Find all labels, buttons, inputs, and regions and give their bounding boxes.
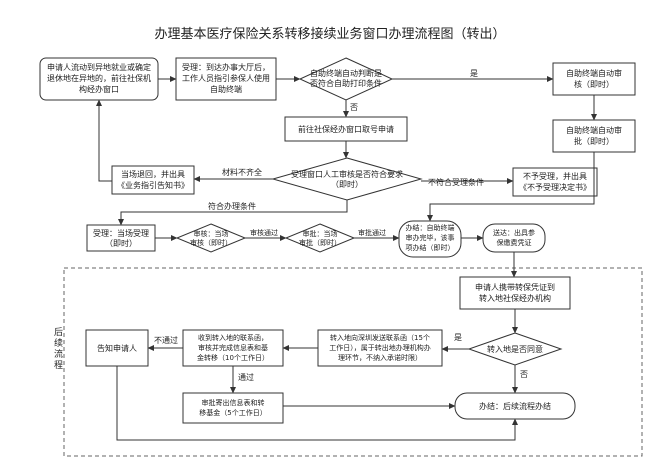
transfer-to-city-text: 申请人携带转保凭证到转入地社保经办机构 — [475, 282, 555, 303]
followup-label: 后续流程 — [54, 327, 63, 371]
transfer-to-city-box: 申请人携带转保凭证到转入地社保经办机构 — [459, 276, 571, 310]
auto-judge-text: 自助终端自动判断是否符合自助打印条件 — [310, 68, 382, 88]
edge-label-incomplete: 材料不齐全 — [222, 167, 262, 177]
self-approve-text: 自助终端自动审批（即时） — [566, 125, 622, 146]
in-agree-diamond: 转入地是否同意 — [467, 332, 563, 366]
edge-label-no-agree: 否 — [520, 370, 528, 379]
finish-followup-text: 办结：后续流程办结 — [479, 401, 551, 411]
accept-window-text: 受理：当场受理（即时） — [93, 228, 149, 248]
edge-label-fail: 不通过 — [154, 335, 178, 345]
edge-label-not-eligible: 不符合受理条件 — [428, 177, 484, 187]
manual-review-diamond: 受理窗口人工审核是否符合要求（即时） — [271, 157, 423, 201]
notify-applicant-text: 告知申请人 — [97, 343, 137, 353]
return-notice-text: 当场退回，并出具《业务指引告知书》 — [117, 169, 189, 190]
finish-followup-box: 办结：后续流程办结 — [454, 392, 576, 420]
followup-region — [63, 267, 643, 457]
deliver-text: 送达：出具参保缴费凭证 — [493, 228, 535, 247]
edge-label-yes-agree: 是 — [454, 333, 462, 342]
self-approve-box: 自助终端自动审批（即时） — [552, 119, 636, 153]
accept-self-service-box: 受理：到达办事大厅后，工作人员指引参保人使用自助终端 — [175, 57, 277, 101]
approve-now-diamond: 审批：当场审批（即时） — [284, 223, 356, 253]
edge-label-approve-pass: 审批通过 — [358, 228, 386, 237]
approve-now-text: 审批：当场审批（即时） — [299, 229, 341, 247]
finish-terminal-text: 办结：自助终端审办完毕，该事项办结（即时） — [406, 223, 455, 252]
notify-applicant-box: 告知申请人 — [85, 329, 149, 367]
edge-label-eligible: 符合办理条件 — [208, 201, 256, 211]
receive-contact-text: 收到转入地的联系函，审核并完成信息表和基金转移（10个工作日） — [197, 333, 269, 362]
review-now-text: 审核：当场审核（即时） — [190, 229, 232, 247]
review-now-diamond: 审核：当场审核（即时） — [175, 223, 247, 253]
applicant-text: 申请人流动到异地就业或确定退休地在异地的，前往社保机构经办窗口 — [47, 62, 151, 94]
approve-send-box: 审批寄出信息表和转移基金（5个工作日） — [182, 392, 284, 424]
reject-notice-text: 不予受理，并出具《不予受理决定书》 — [519, 171, 591, 192]
edge-label-no-auto: 否 — [350, 103, 358, 112]
go-window-box: 前往社保经办窗口取号申请 — [284, 116, 408, 142]
receive-contact-box: 收到转入地的联系函，审核并完成信息表和基金转移（10个工作日） — [182, 329, 284, 367]
deliver-box: 送达：出具参保缴费凭证 — [482, 223, 546, 253]
in-agree-text: 转入地是否同意 — [487, 344, 543, 354]
finish-terminal-box: 办结：自助终端审办完毕，该事项办结（即时） — [398, 220, 462, 258]
return-notice-box: 当场退回，并出具《业务指引告知书》 — [111, 165, 195, 195]
self-review-box: 自助终端自动审核（即时） — [552, 62, 636, 96]
edge-label-pass: 通过 — [238, 372, 254, 382]
edge-label-review-pass: 审核通过 — [250, 228, 278, 237]
auto-judge-diamond: 自助终端自动判断是否符合自助打印条件 — [298, 57, 394, 101]
page-title: 办理基本医疗保险关系转移接续业务窗口办理流程图（转出） — [154, 26, 505, 42]
go-window-text: 前往社保经办窗口取号申请 — [298, 124, 394, 134]
applicant-box: 申请人流动到异地就业或确定退休地在异地的，前往社保机构经办窗口 — [39, 57, 159, 101]
manual-review-text: 受理窗口人工审核是否符合要求（即时） — [291, 169, 403, 189]
in-contact-box: 转入地向深圳发送联系函（15个工作日），属于转出地办理机构办理环节，不纳入承诺时… — [317, 329, 443, 367]
accept-window-box: 受理：当场受理（即时） — [86, 224, 156, 252]
accept-self-text: 受理：到达办事大厅后，工作人员指引参保人使用自助终端 — [182, 62, 270, 94]
reject-notice-box: 不予受理，并出具《不予受理决定书》 — [512, 167, 598, 197]
self-review-text: 自助终端自动审核（即时） — [566, 68, 622, 89]
connectors — [96, 76, 597, 441]
approve-send-text: 审批寄出信息表和转移基金（5个工作日） — [199, 398, 266, 417]
in-contact-text: 转入地向深圳发送联系函（15个工作日），属于转出地办理机构办理环节，不纳入承诺时… — [329, 333, 431, 362]
edge-label-yes-auto: 是 — [470, 69, 478, 78]
